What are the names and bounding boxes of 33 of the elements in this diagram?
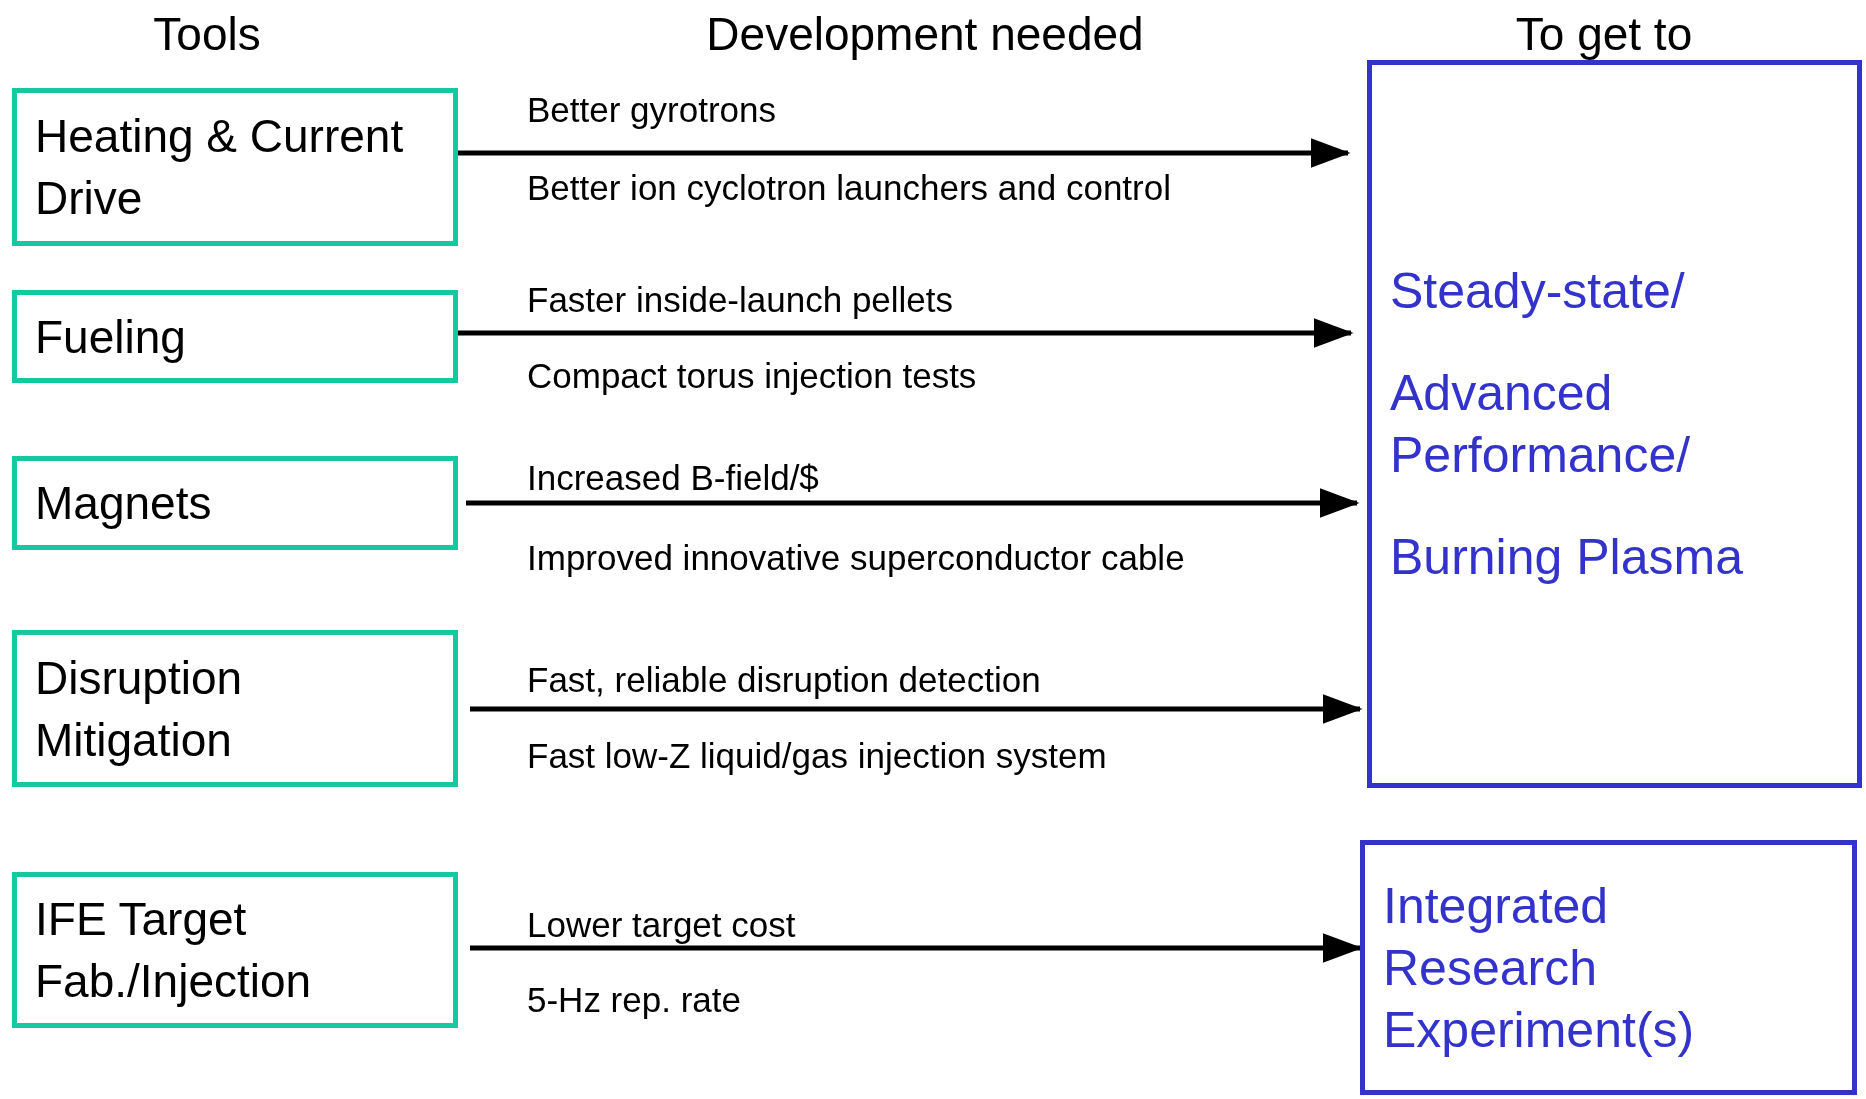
arrow xyxy=(470,694,1363,724)
tool-box xyxy=(12,872,458,1028)
development-item: Lower target cost xyxy=(527,904,796,946)
development-item: Faster inside-launch pellets xyxy=(527,279,954,321)
development-item: Improved innovative superconductor cable xyxy=(527,537,1185,579)
development-item: Better gyrotrons xyxy=(527,89,776,131)
goal-box xyxy=(1360,840,1857,1095)
tool-box xyxy=(12,456,458,550)
column-heading: Development needed xyxy=(706,7,1144,62)
column-heading: To get to xyxy=(1515,7,1693,62)
development-item: 5-Hz rep. rate xyxy=(527,979,741,1021)
tool-box xyxy=(12,290,458,383)
tool-box xyxy=(12,88,458,246)
development-item: Increased B-field/$ xyxy=(527,457,819,499)
goal-text: Integrated Research Experiment(s) xyxy=(1383,876,1696,1060)
goal-text: Burning Plasma xyxy=(1390,528,1744,587)
development-item: Fast, reliable disruption detection xyxy=(527,659,1041,701)
development-item: Compact torus injection tests xyxy=(527,355,977,397)
development-item: Better ion cyclotron launchers and control xyxy=(527,167,1171,209)
arrow xyxy=(458,318,1354,348)
tool-name: Magnets xyxy=(35,476,213,531)
arrow xyxy=(458,138,1351,168)
goal-box xyxy=(1367,60,1862,788)
tool-name: Disruption Mitigation xyxy=(35,650,244,768)
tool-name: IFE Target Fab./Injection xyxy=(35,892,313,1009)
arrow xyxy=(466,488,1360,518)
tool-box xyxy=(12,630,458,787)
column-heading: Tools xyxy=(153,7,261,62)
tool-name: Fueling xyxy=(35,309,187,365)
goal-text: Steady-state/ xyxy=(1390,262,1686,321)
tool-name: Heating & Current Drive xyxy=(35,109,405,226)
development-item: Fast low-Z liquid/gas injection system xyxy=(527,735,1107,777)
goal-text: Advanced Performance/ xyxy=(1390,364,1692,485)
